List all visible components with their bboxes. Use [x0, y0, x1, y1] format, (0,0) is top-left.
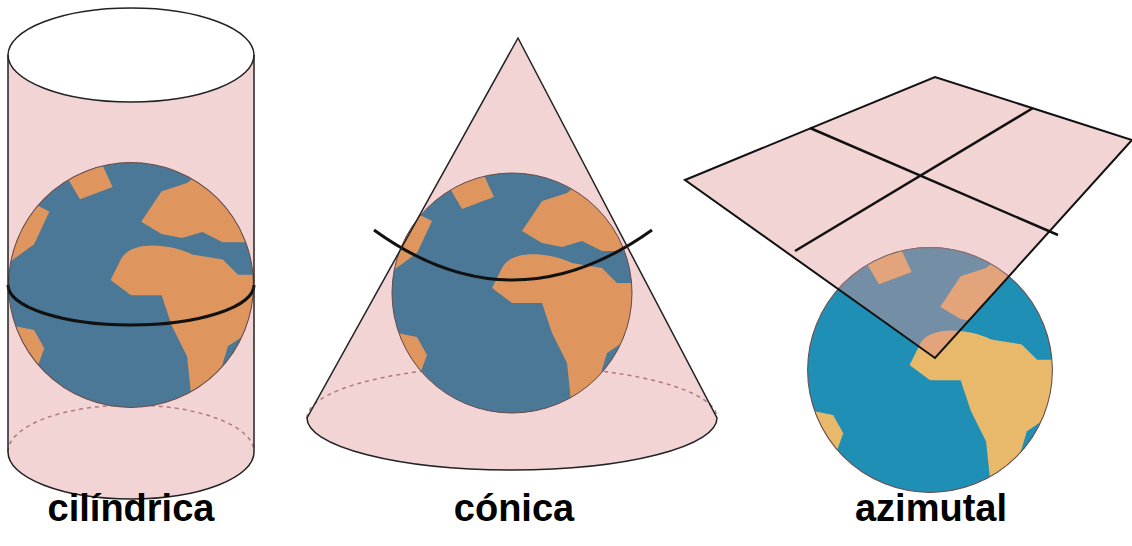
projection-label: cilíndrica — [48, 486, 215, 530]
azimuthal-projection — [685, 77, 1132, 492]
cylinder-projection — [4, 8, 259, 499]
projection-label: cónica — [454, 486, 574, 530]
cone-projection — [307, 38, 717, 470]
projection-label: azimutal — [855, 486, 1007, 530]
